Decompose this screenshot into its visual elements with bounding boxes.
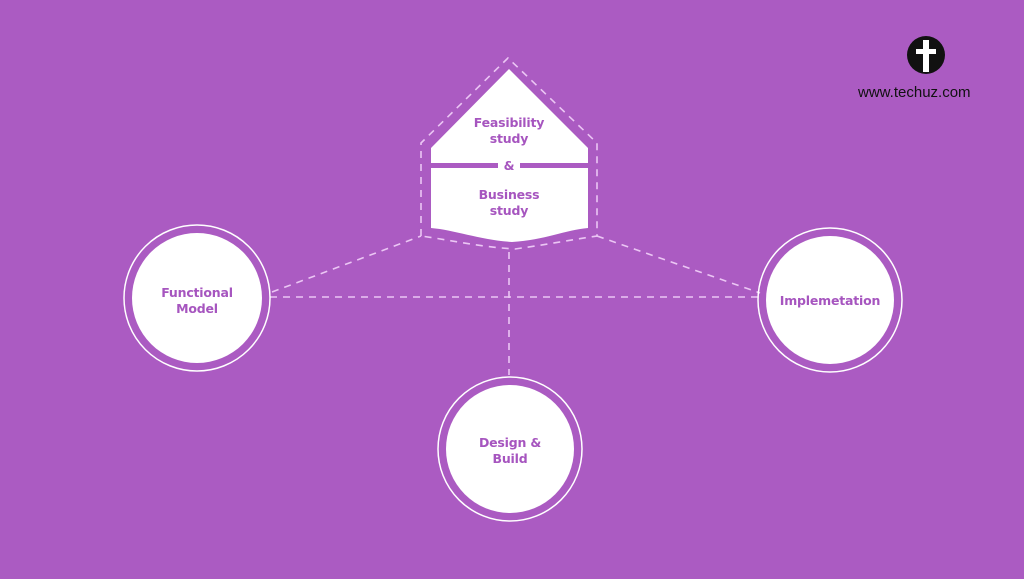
connector-left	[271, 235, 422, 293]
feasibility-line2: study	[489, 131, 529, 146]
house-divider-right	[520, 163, 588, 168]
business-line1: Business	[478, 187, 540, 202]
ampersand-label: &	[503, 158, 515, 173]
design-line2: Build	[492, 451, 528, 466]
business-label: Business study	[449, 187, 569, 219]
implementation-label: Implemetation	[770, 293, 890, 309]
house-dashed-outline	[420, 56, 598, 250]
feasibility-label: Feasibility study	[449, 115, 569, 147]
feasibility-line1: Feasibility	[473, 115, 545, 130]
house-shape	[431, 69, 588, 242]
circle-implementation	[757, 227, 903, 373]
design-build-label: Design & Build	[450, 435, 570, 467]
design-line1: Design &	[478, 435, 542, 450]
functional-line2: Model	[176, 301, 218, 316]
website-label: www.techuz.com	[858, 84, 971, 101]
circle-design	[437, 376, 583, 522]
house-divider-left	[431, 163, 498, 168]
functional-model-label: Functional Model	[137, 285, 257, 317]
business-line2: study	[489, 203, 529, 218]
cross-in-circle-icon	[907, 36, 945, 74]
circle-functional	[123, 224, 271, 372]
connector-right	[596, 235, 761, 294]
functional-line1: Functional	[161, 285, 233, 300]
implementation-line1: Implemetation	[779, 293, 881, 308]
